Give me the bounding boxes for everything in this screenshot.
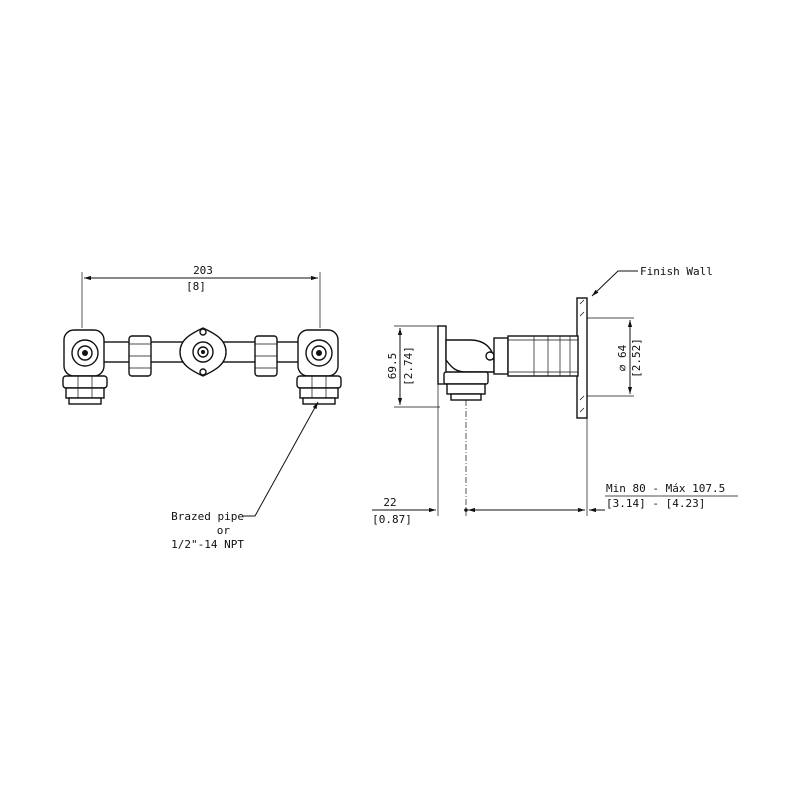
- range-in-label: [3.14] - [4.23]: [606, 497, 705, 510]
- offset-in-label: [0.87]: [372, 513, 412, 526]
- left-union-nut: [128, 335, 152, 377]
- finish-wall-leader: [591, 270, 638, 297]
- left-port-center: [82, 350, 88, 356]
- side-view: Finish Wall 69.5 [2.74]: [372, 265, 738, 526]
- callout-line-2: or: [217, 524, 231, 537]
- callout-leader: [243, 401, 319, 517]
- height-in-label: [2.74]: [402, 346, 415, 386]
- height-mm-label: 69.5: [386, 353, 399, 380]
- width-in-label: [8]: [186, 280, 206, 293]
- side-set-screw: [485, 351, 495, 361]
- right-port-center: [316, 350, 322, 356]
- side-outlet-connector: [443, 371, 489, 401]
- right-union-nut: [254, 335, 278, 377]
- callout-line-3: 1/2"-14 NPT: [171, 538, 244, 551]
- diameter-in-label: [2.52]: [630, 338, 643, 378]
- range-mm-label: Min 80 - Máx 107.5: [606, 482, 725, 495]
- cartridge-stem: [507, 335, 579, 377]
- callout-line-1: Brazed pipe: [171, 510, 244, 523]
- width-mm-label: 203: [193, 264, 213, 277]
- finish-wall-label: Finish Wall: [640, 265, 713, 278]
- side-coupling: [493, 337, 509, 375]
- front-view: 203 [8]: [62, 264, 342, 551]
- diameter-mm-label: ⌀ 64: [616, 344, 629, 371]
- right-outlet-connector: [296, 375, 342, 405]
- center-mounting-flange: [179, 327, 227, 377]
- offset-mm-label: 22: [383, 496, 396, 509]
- left-outlet-connector: [62, 375, 108, 405]
